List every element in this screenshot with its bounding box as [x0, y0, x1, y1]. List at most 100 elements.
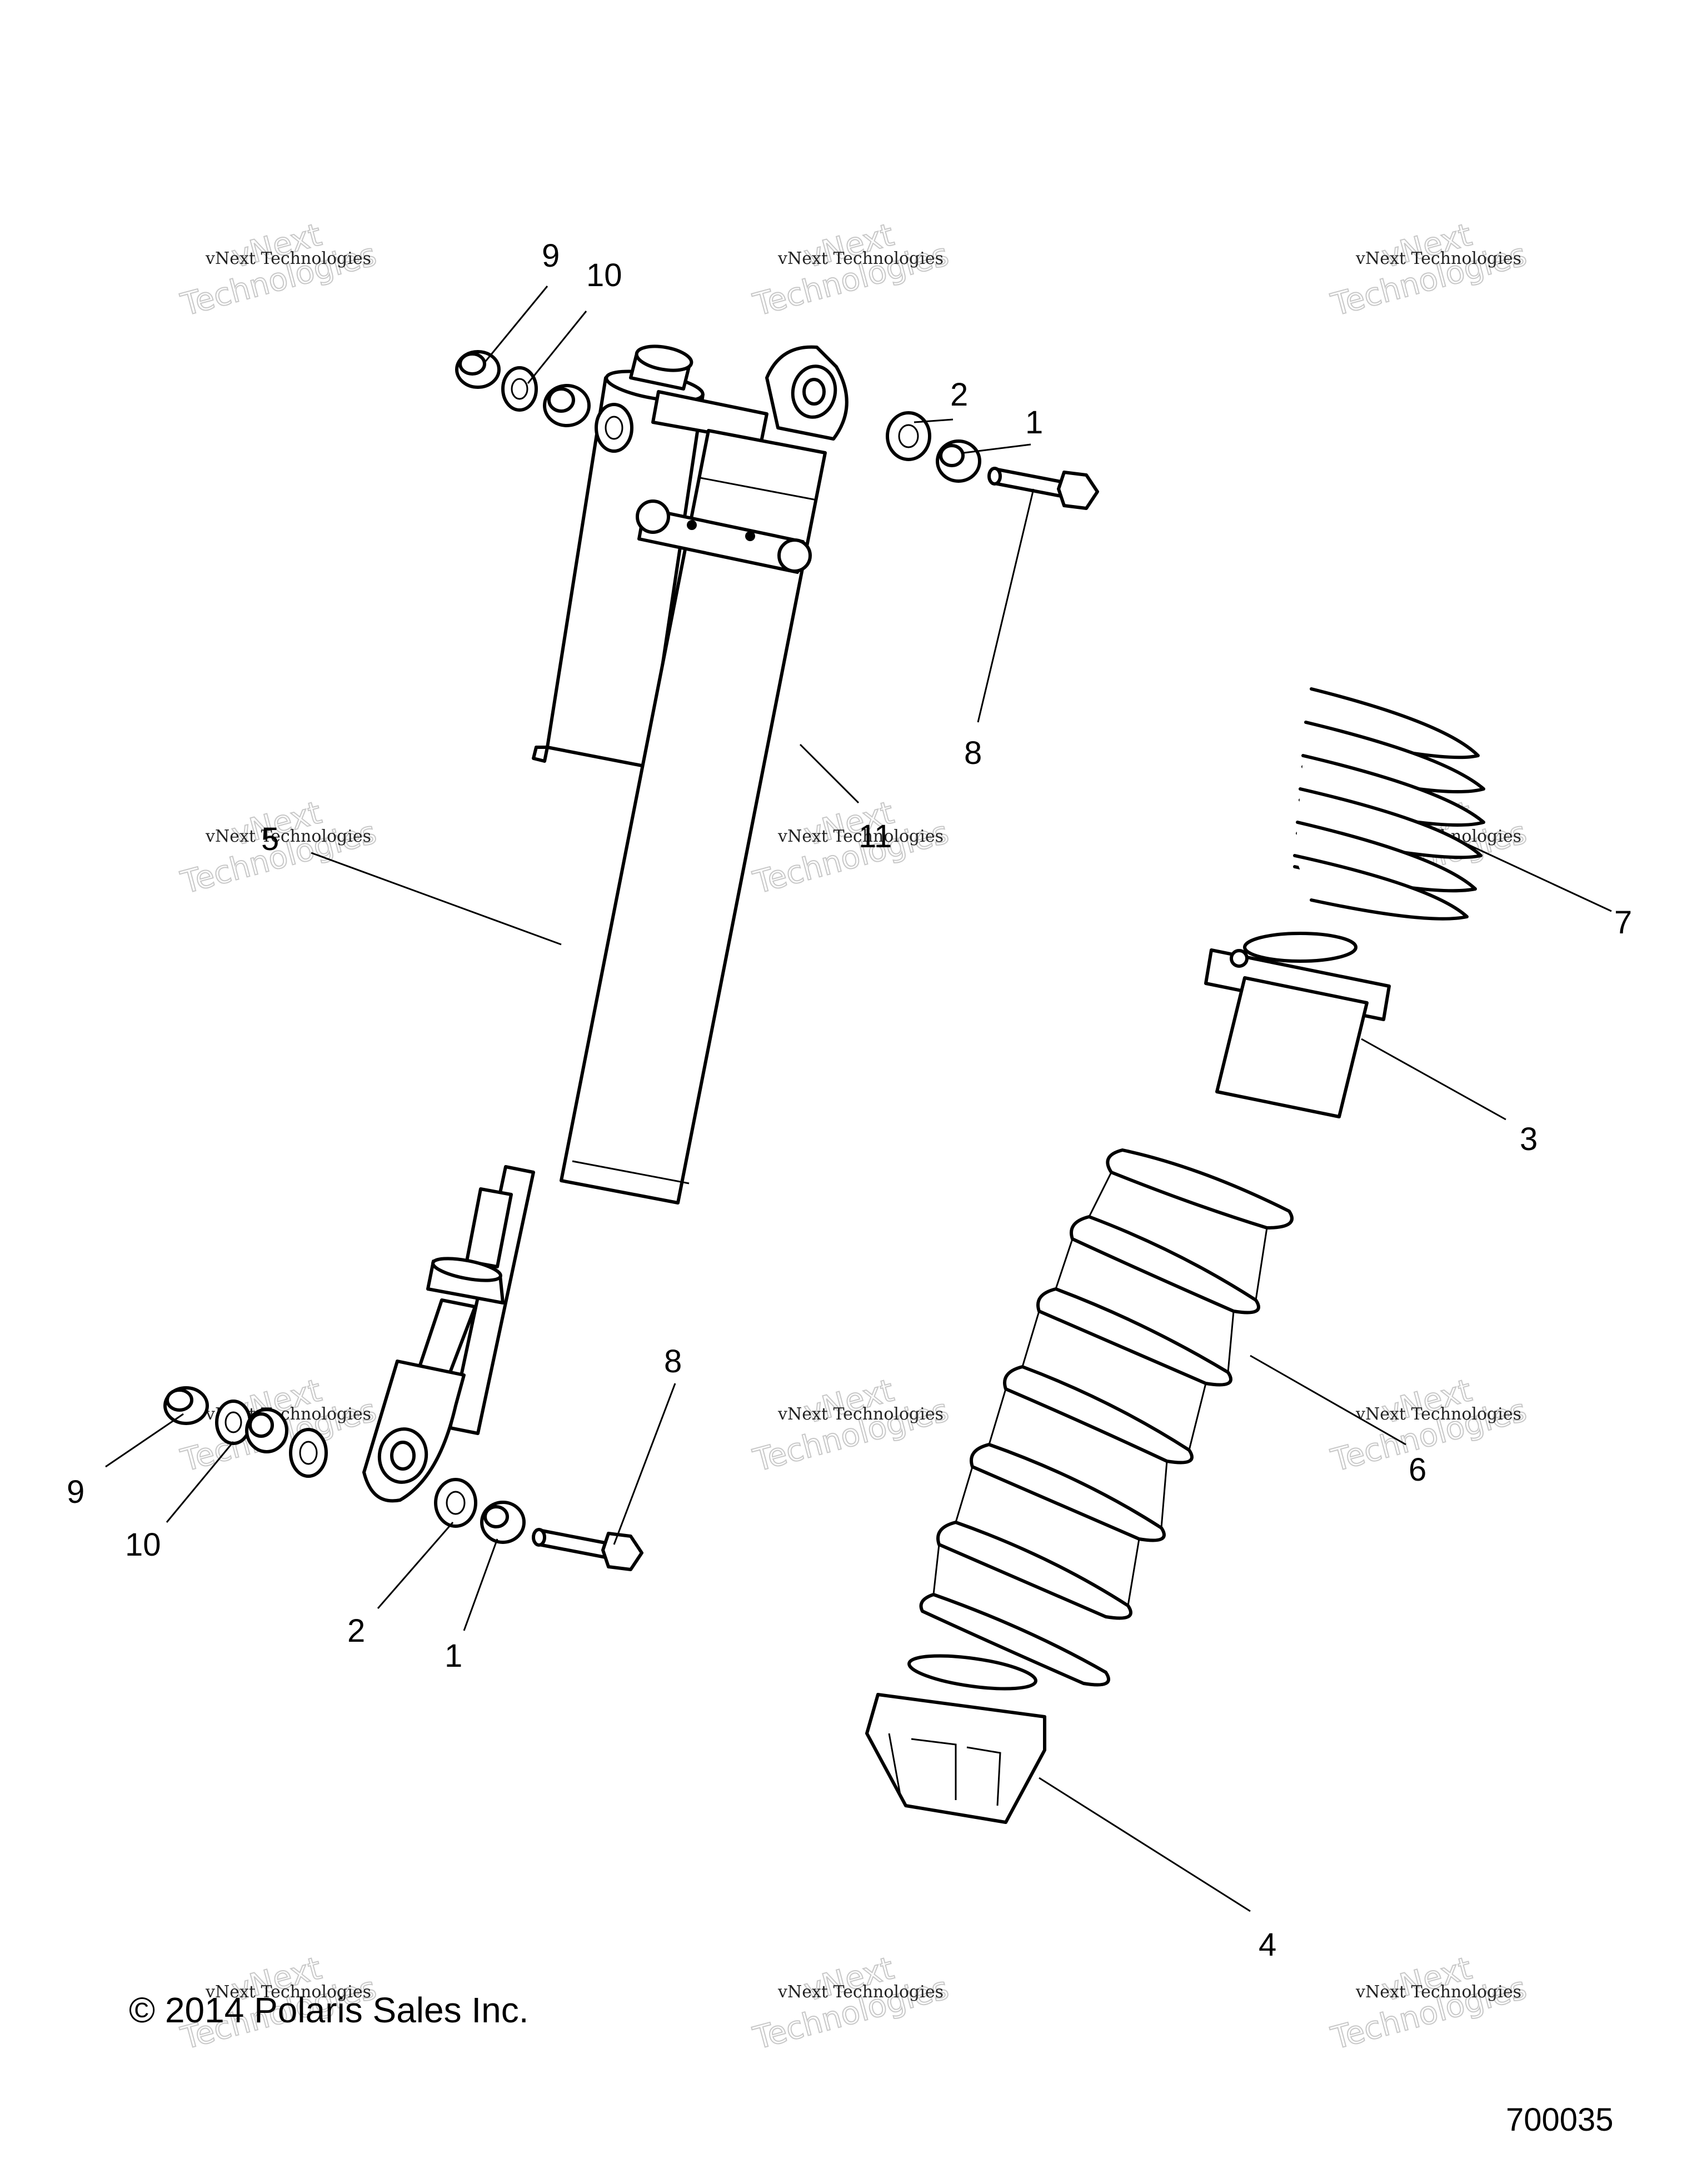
- washer-top-right-hole: [605, 416, 623, 440]
- watermark-label: vNext Technologies: [205, 827, 371, 846]
- lower-spring-seat: [865, 1654, 1046, 1824]
- adapter-hole: [1230, 949, 1249, 968]
- shock-absorber: [362, 344, 848, 1503]
- callout-11: 11: [859, 818, 892, 854]
- callout-10-top: 10: [586, 257, 622, 293]
- spring-coil: [970, 1443, 1166, 1542]
- leader-9-top: [482, 286, 548, 364]
- leader-5: [311, 852, 562, 946]
- leader-7: [1455, 838, 1612, 912]
- spring-coil: [1106, 1148, 1294, 1230]
- callout-4: 4: [1259, 1927, 1276, 1963]
- callout-7: 7: [1614, 904, 1632, 941]
- spring-adapter: [1204, 932, 1391, 1118]
- watermark-label: vNext Technologies: [1355, 1982, 1521, 2002]
- washer-2-top: [886, 411, 931, 461]
- watermark-label: vNext Technologies: [1355, 249, 1521, 268]
- spacer-top-inner: [547, 387, 575, 413]
- washer-2-bottom: [434, 1478, 477, 1528]
- washer-2-bottom-hole: [446, 1491, 466, 1515]
- callout-2-bottom: 2: [347, 1613, 365, 1649]
- leader-3: [1361, 1038, 1506, 1121]
- leader-11: [799, 743, 860, 804]
- bushing-9-bottom-flange: [166, 1388, 193, 1412]
- spring-coil: [919, 1593, 1110, 1687]
- reservoir-nub: [532, 746, 549, 763]
- spring-coil: [1003, 1365, 1194, 1465]
- top-left-hardware: [455, 350, 633, 453]
- bushing-9-top-flange: [458, 352, 486, 376]
- watermark-label: vNext Technologies: [205, 249, 371, 268]
- callout-2-top: 2: [950, 377, 968, 413]
- spring-coil-links: [932, 1172, 1268, 1606]
- leader-1-bottom: [463, 1538, 498, 1631]
- leader-2-top: [914, 418, 954, 423]
- leader-10-top: [527, 311, 587, 384]
- bottom-left-hardware: [163, 1386, 328, 1478]
- leader-1-top: [964, 443, 1031, 454]
- washer-bottom-right-hole: [299, 1441, 318, 1465]
- seat-ribs: [888, 1733, 1001, 1806]
- leader-lines: [105, 286, 1612, 1912]
- callout-6: 6: [1409, 1452, 1426, 1488]
- callout-1-top: 1: [1025, 404, 1043, 441]
- watermark-label: vNext Technologies: [1355, 1405, 1521, 1424]
- leader-4: [1039, 1777, 1251, 1912]
- callout-5: 5: [261, 821, 279, 857]
- bottom-eyelet-bore: [390, 1441, 416, 1471]
- body-band-line: [572, 1160, 690, 1185]
- leader-6: [1250, 1355, 1406, 1446]
- callout-8-bottom: 8: [664, 1343, 682, 1380]
- bolt-8-bottom-head: [601, 1532, 643, 1571]
- washer-2-top-hole: [898, 424, 919, 448]
- adapter-top: [1243, 932, 1357, 963]
- spring-coil: [1070, 1215, 1260, 1315]
- leader-2-bottom: [377, 1522, 454, 1609]
- collar-screw: [745, 531, 755, 541]
- washer-top-right: [595, 403, 633, 453]
- callout-labels: 9 10 2 1 8 5 11 7 3 8 6 9 10 2 1 4: [67, 238, 1632, 1963]
- spring-coil: [1036, 1287, 1232, 1387]
- copyright-notice: © 2014 Polaris Sales Inc.: [129, 1990, 529, 2030]
- washer-bottom-right: [289, 1428, 328, 1478]
- shaft-sleeve: [465, 1187, 513, 1268]
- watermark-label: vNext Technologies: [777, 827, 944, 846]
- watermark-label: vNext Technologies: [777, 1405, 944, 1424]
- leader-9-bottom: [105, 1413, 184, 1468]
- spring-coil: [1293, 854, 1469, 921]
- watermark-label: vNext Technologies: [205, 1982, 371, 2002]
- figure-number: 700035: [1506, 2102, 1614, 2138]
- collar-end: [777, 538, 812, 573]
- bushing-1-bottom-inner: [483, 1505, 509, 1528]
- main-spring: [919, 1148, 1294, 1687]
- collar-end: [636, 499, 670, 534]
- leader-8-top: [977, 488, 1035, 723]
- top-right-hardware: [886, 411, 1099, 510]
- body-band-line: [700, 477, 817, 501]
- bottom-mid-hardware: [434, 1478, 643, 1571]
- callout-9-top: 9: [542, 238, 560, 274]
- shock-body: [560, 429, 827, 1205]
- callout-10-bottom: 10: [125, 1527, 161, 1563]
- callout-3: 3: [1520, 1121, 1538, 1157]
- leader-10-bottom: [166, 1441, 234, 1523]
- adapter-body: [1215, 976, 1369, 1118]
- bump-stop-top: [431, 1257, 502, 1282]
- washer-10-top-hole: [511, 378, 528, 400]
- washer-10-bottom: [215, 1400, 252, 1445]
- collar-screw: [687, 520, 697, 530]
- bolt-8-top-tip: [987, 467, 1002, 486]
- washer-10-bottom-hole: [224, 1411, 242, 1433]
- callout-9-bottom: 9: [67, 1474, 84, 1510]
- spacer-bottom-inner: [248, 1412, 274, 1438]
- callout-1-bottom: 1: [445, 1638, 462, 1674]
- bolt-8-bottom-tip: [532, 1528, 546, 1547]
- washer-10-top: [501, 366, 538, 412]
- spring-coil: [936, 1521, 1132, 1620]
- bushing-1-top-inner: [939, 444, 965, 467]
- callout-8-top: 8: [964, 735, 982, 771]
- bolt-8-top-head: [1057, 471, 1099, 510]
- secondary-spring: [1293, 687, 1485, 921]
- watermark-label: vNext Technologies: [777, 1982, 944, 2002]
